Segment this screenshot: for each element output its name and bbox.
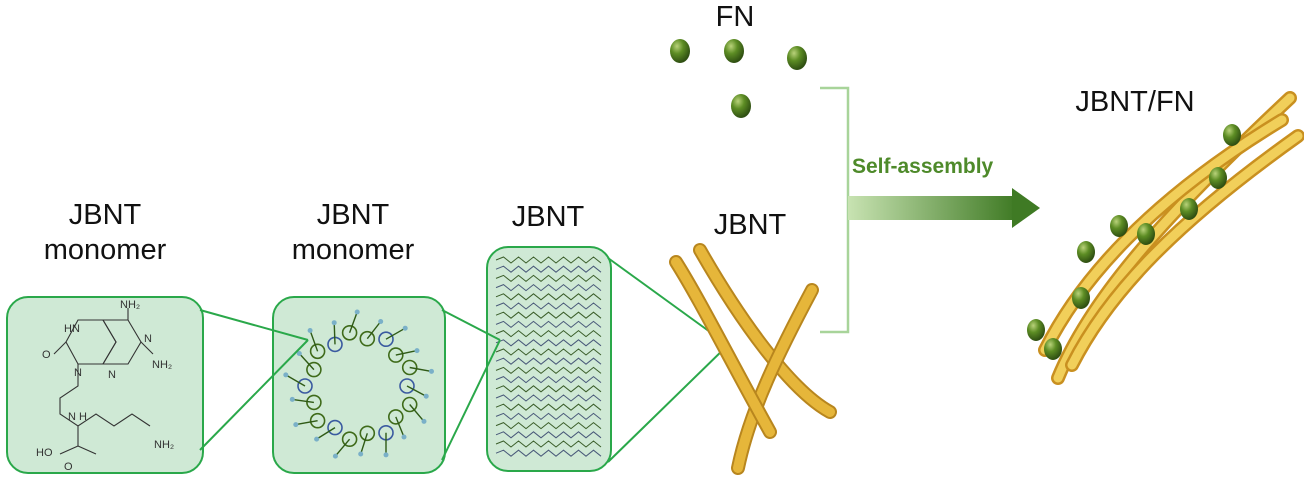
tube-c <box>671 257 775 437</box>
rosette-panel <box>272 296 446 474</box>
fn-sphere <box>731 94 751 118</box>
stage2-label-line2: monomer <box>291 233 415 266</box>
fn-sphere <box>787 46 807 70</box>
connector-2b <box>441 339 501 461</box>
chem-hn: HN <box>64 323 80 335</box>
stage1-label-line1: JBNT <box>68 199 142 231</box>
fn-sphere <box>1223 124 1241 146</box>
fn-sphere <box>724 39 744 63</box>
connector-1b <box>199 339 309 451</box>
grouping-bracket <box>820 86 850 334</box>
monomer-structure-panel: NH₂ N HN O NH₂ N N N H HO O NH₂ <box>6 296 204 474</box>
fn-sphere <box>1110 215 1128 237</box>
fn-sphere <box>1072 287 1090 309</box>
chem-nh: N H <box>68 411 87 423</box>
fn-sphere <box>1044 338 1062 360</box>
bundle-fn-spheres <box>1027 124 1241 360</box>
rosette-molecular-model <box>283 309 434 459</box>
jbnt-fn-bundle <box>1038 91 1304 385</box>
fn-sphere <box>1027 319 1045 341</box>
stage4-label: JBNT <box>713 209 787 241</box>
stage2-label: JBNT monomer <box>263 198 443 268</box>
stage3-label: JBNT <box>511 201 585 233</box>
chem-nh2-top: NH₂ <box>120 299 140 311</box>
stage1-label-line2: monomer <box>43 233 167 266</box>
connector-1a <box>199 309 309 341</box>
chem-o-bottom: O <box>64 461 73 472</box>
fn-sphere <box>1137 223 1155 245</box>
stage2-label-line1: JBNT <box>316 199 390 231</box>
tube-b <box>733 285 817 473</box>
tube-a <box>695 245 835 417</box>
chem-o-left: O <box>42 349 51 361</box>
self-assembly-arrow <box>848 188 1040 228</box>
connector-3b <box>607 344 729 463</box>
chem-n-mid: N <box>108 369 116 381</box>
chem-n-right: N <box>144 333 152 345</box>
nanotube-stack-panel <box>486 246 612 472</box>
fn-sphere <box>1209 167 1227 189</box>
monomer-chemical-structure: NH₂ N HN O NH₂ N N N H HO O NH₂ <box>36 299 174 472</box>
fn-label: FN <box>715 1 755 33</box>
zoom-connectors <box>199 257 729 463</box>
self-assembly-label: Self-assembly <box>852 155 994 178</box>
fn-sphere <box>670 39 690 63</box>
chem-nh2-right: NH₂ <box>152 359 172 371</box>
fn-sphere <box>1077 241 1095 263</box>
jbnt-tubes <box>669 243 837 475</box>
connector-2a <box>441 309 501 341</box>
fn-spheres <box>670 39 807 118</box>
chem-n-ring: N <box>74 367 82 379</box>
product-label: JBNT/FN <box>1075 86 1195 118</box>
stage1-label: JBNT monomer <box>15 198 195 268</box>
nanotube-stack-model <box>495 256 602 457</box>
chem-nh2-bottom: NH₂ <box>154 439 174 451</box>
chem-ho: HO <box>36 447 53 459</box>
fn-sphere <box>1180 198 1198 220</box>
